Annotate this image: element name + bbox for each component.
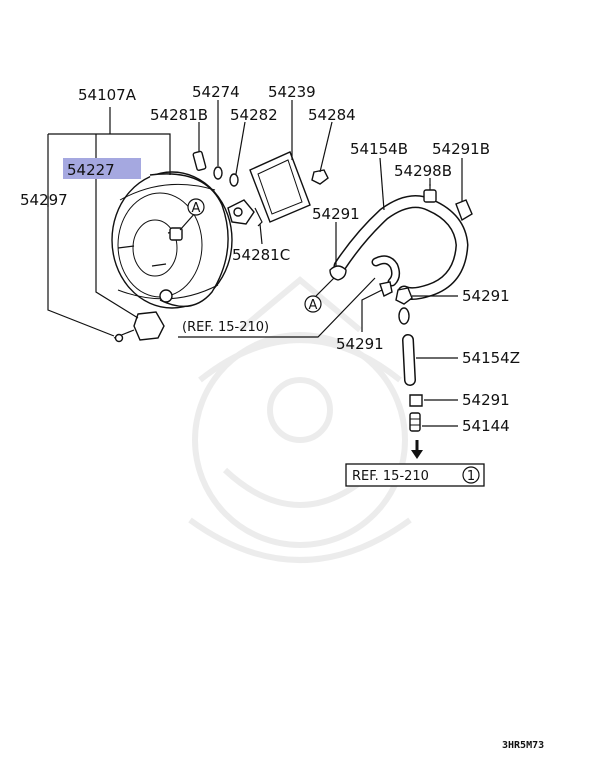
ring-54274[interactable] xyxy=(213,166,223,180)
clamp-54291B[interactable] xyxy=(455,199,473,222)
check-valve-54144[interactable] xyxy=(409,412,421,432)
label-54281B[interactable]: 54281B xyxy=(150,106,208,124)
clamp-54291-c[interactable] xyxy=(379,281,393,297)
label-54154Z[interactable]: 54154Z xyxy=(462,349,520,367)
ring-54282[interactable] xyxy=(229,173,239,187)
label-54291-c[interactable]: 54291 xyxy=(336,335,384,353)
label-54281C[interactable]: 54281C xyxy=(232,246,290,264)
label-54144[interactable]: 54144 xyxy=(462,417,510,435)
brake-booster[interactable] xyxy=(111,171,233,309)
label-54107A[interactable]: 54107A xyxy=(78,86,137,104)
label-54282[interactable]: 54282 xyxy=(230,106,278,124)
label-54291-b[interactable]: 54291 xyxy=(462,287,510,305)
label-54274[interactable]: 54274 xyxy=(192,83,240,101)
ref-box-link[interactable]: REF. 15-210 1 xyxy=(345,463,485,487)
svg-text:A: A xyxy=(309,298,318,313)
nut-54284[interactable] xyxy=(311,169,329,185)
label-54291B[interactable]: 54291B xyxy=(432,140,490,158)
leader-lines xyxy=(47,100,463,427)
ref-left-link[interactable]: (REF. 15-210) xyxy=(182,320,269,335)
clip-54281C[interactable] xyxy=(254,207,263,227)
marker-a-bottom: A xyxy=(304,295,322,313)
clamp-54291-b[interactable] xyxy=(395,287,413,305)
clamp-54291-d[interactable] xyxy=(409,394,423,407)
gasket[interactable] xyxy=(249,151,311,223)
label-54239[interactable]: 54239 xyxy=(268,83,316,101)
svg-text:REF. 15-210: REF. 15-210 xyxy=(352,469,429,484)
label-54291-d[interactable]: 54291 xyxy=(462,391,510,409)
clamp-54291-a[interactable] xyxy=(329,265,347,281)
hose-54154Z[interactable] xyxy=(398,307,416,386)
label-54154B[interactable]: 54154B xyxy=(350,140,408,158)
hose-54154B[interactable] xyxy=(333,195,469,301)
label-54291-a[interactable]: 54291 xyxy=(312,205,360,223)
label-54227[interactable]: 54227 xyxy=(67,161,115,179)
highlight-54227 xyxy=(63,158,141,179)
svg-text:A: A xyxy=(192,201,201,216)
fitting-54298B[interactable] xyxy=(423,184,437,203)
svg-text:1: 1 xyxy=(467,469,475,484)
bolt-54281B[interactable] xyxy=(192,150,207,171)
label-54297[interactable]: 54297 xyxy=(20,191,68,209)
marker-a-top: A xyxy=(187,198,205,216)
booster-sensor[interactable] xyxy=(113,311,165,343)
pressure-sensor[interactable] xyxy=(227,199,255,225)
diagram-code: 3HR5M73 xyxy=(502,740,544,751)
arrow-down-icon xyxy=(411,440,423,459)
label-54284[interactable]: 54284 xyxy=(308,106,356,124)
label-54298B[interactable]: 54298B xyxy=(394,162,452,180)
